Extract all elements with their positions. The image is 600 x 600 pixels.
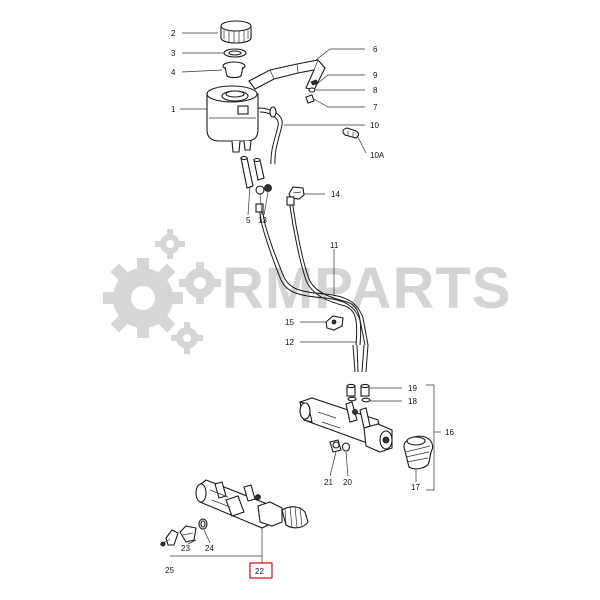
bracket-part-6 xyxy=(248,59,326,91)
switch-part-23 xyxy=(159,529,179,547)
hose-part-5 xyxy=(240,155,265,189)
callout-10a: 10A xyxy=(370,151,385,160)
callout-7: 7 xyxy=(373,103,378,112)
callout-16: 16 xyxy=(445,428,454,437)
watermark-logo: RMPARTS xyxy=(103,229,511,354)
leader-lines xyxy=(170,32,441,563)
switch-part-25 xyxy=(179,525,197,543)
master-cylinder-part-22 xyxy=(195,479,309,529)
callout-12: 12 xyxy=(285,338,294,347)
washer-part-18 xyxy=(347,396,371,403)
callout-21: 21 xyxy=(324,478,333,487)
callout-19: 19 xyxy=(408,384,417,393)
seal-part-3 xyxy=(223,48,247,58)
callout-8: 8 xyxy=(373,86,378,95)
callout-23: 23 xyxy=(181,544,190,553)
clamp-part-13 xyxy=(255,184,272,195)
boot-part-17 xyxy=(403,435,434,470)
gear-icon xyxy=(103,258,183,338)
callout-13: 13 xyxy=(258,216,267,225)
callout-2: 2 xyxy=(171,29,176,38)
brake-pipe-part-12 xyxy=(352,344,369,373)
seal-part-19 xyxy=(346,383,370,397)
group-bracket-16 xyxy=(426,384,435,491)
plug-part-21 xyxy=(329,439,342,453)
callout-24: 24 xyxy=(205,544,214,553)
callout-18: 18 xyxy=(408,397,417,406)
callout-3: 3 xyxy=(171,49,176,58)
callout-1: 1 xyxy=(171,105,176,114)
callout-6: 6 xyxy=(373,45,378,54)
reservoir-part-1 xyxy=(206,85,259,153)
callout-14: 14 xyxy=(331,190,340,199)
master-cylinder-part-16 xyxy=(299,397,393,453)
callout-22: 22 xyxy=(255,567,264,576)
gear-icon xyxy=(179,262,221,304)
callout-4: 4 xyxy=(171,68,176,77)
strainer-part-4 xyxy=(222,61,246,79)
cap-part-2 xyxy=(220,20,252,44)
washer-part-20 xyxy=(341,442,351,452)
grommet-part-14 xyxy=(288,186,305,200)
callout-22-highlight[interactable]: 22 xyxy=(249,562,273,579)
hose-part-10 xyxy=(257,106,283,165)
callout-9: 9 xyxy=(373,71,378,80)
callout-20: 20 xyxy=(343,478,352,487)
callout-11: 11 xyxy=(330,241,339,250)
callout-25: 25 xyxy=(165,566,174,575)
callout-17: 17 xyxy=(411,483,420,492)
seal-part-24 xyxy=(198,518,208,530)
nut-part-7 xyxy=(305,94,315,104)
clip-part-15 xyxy=(325,315,344,331)
clip-part-10a xyxy=(342,127,360,139)
callout-10: 10 xyxy=(370,121,379,130)
brake-pipe-part-11 xyxy=(255,196,369,346)
callout-5: 5 xyxy=(246,216,251,225)
gear-icon xyxy=(155,229,185,259)
watermark-text: RMPARTS xyxy=(222,256,511,321)
callout-15: 15 xyxy=(285,318,294,327)
gear-icon xyxy=(171,322,203,354)
washer-part-8 xyxy=(308,87,316,93)
